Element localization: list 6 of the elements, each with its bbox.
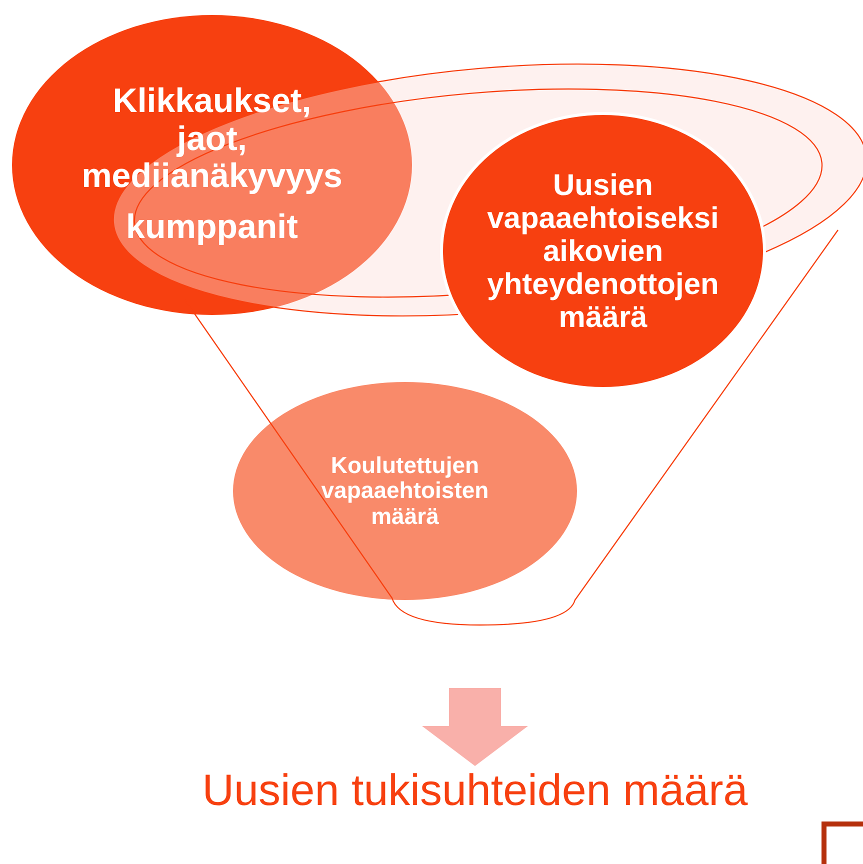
- result-label: Uusien tukisuhteiden määrä: [201, 768, 749, 814]
- ellipse-label: kumppanit: [125, 209, 299, 247]
- block-arrow: [422, 688, 528, 766]
- ellipse-label: Uusien vapaaehtoiseksi aikovien yhteydenottojen määrä: [486, 168, 720, 334]
- ellipse-label: Klikkaukset, jaot, mediianäkyvyys: [80, 83, 344, 196]
- ellipse-label: Koulutettujen vapaaehtoisten määrä: [320, 453, 490, 529]
